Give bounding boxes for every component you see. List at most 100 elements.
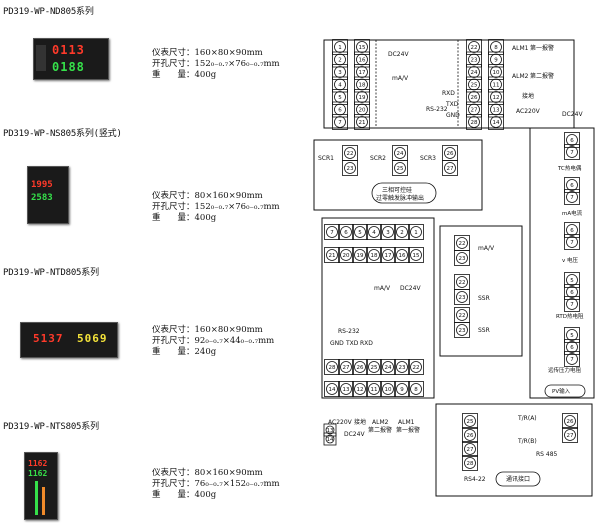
terminal-number: 5	[570, 333, 574, 339]
terminal-number: 26	[357, 365, 364, 371]
terminal-number: 25	[397, 166, 404, 172]
terminal-circle	[396, 226, 408, 238]
terminal-frame	[466, 76, 482, 93]
terminal-frame	[466, 114, 482, 130]
terminal-number: 18	[371, 253, 378, 259]
terminal-frame	[332, 64, 348, 80]
terminal-frame	[332, 114, 348, 130]
terminal-circle	[334, 53, 346, 66]
terminal-number: 6	[570, 138, 574, 144]
terminal-number: 22	[459, 280, 466, 286]
terminal-number: 7	[570, 357, 574, 363]
terminal-circle	[326, 249, 338, 261]
terminal-circle	[340, 383, 352, 395]
terminal-number: 26	[467, 433, 474, 439]
terminal-circle	[566, 274, 578, 286]
model-4-pv-display: 1162	[28, 459, 48, 468]
terminal-circle	[394, 162, 406, 174]
model-3-size: 仪表尺寸：160×80×90mm	[152, 325, 263, 335]
model-4-size: 仪表尺寸：80×160×90mm	[152, 468, 263, 478]
terminal-frame	[338, 381, 354, 397]
terminal-circle	[334, 66, 346, 78]
terminal-circle	[490, 41, 502, 53]
terminal-circle	[368, 249, 380, 261]
model-2-sv-display: 2583	[31, 193, 53, 203]
terminal-frame	[564, 234, 580, 250]
terminal-number: 22	[459, 313, 466, 319]
label-ground-vert: 接地	[354, 418, 366, 426]
terminal-frame	[394, 381, 410, 397]
terminal-circle	[464, 415, 476, 427]
terminal-frame	[564, 222, 580, 238]
terminal-number: 9	[400, 387, 404, 393]
terminal-frame	[408, 247, 424, 263]
terminal-circle	[356, 53, 368, 66]
model-3-weight: 重 量：240g	[152, 347, 217, 357]
terminal-circle	[396, 249, 408, 261]
terminal-frame	[462, 441, 478, 457]
label-ac220v-vert: AC220V	[328, 419, 353, 426]
label-txd: TXD	[445, 101, 459, 108]
terminal-frame	[366, 381, 382, 397]
terminal-frame	[394, 224, 410, 240]
terminal-number: 1	[414, 230, 418, 236]
terminal-frame	[338, 247, 354, 263]
model-2-specs: 仪表尺寸：80×160×90mm 开孔尺寸：152₀₋₀.₇×76₀₋₀.₇mm…	[152, 191, 280, 224]
label-gnd-vert: GND	[330, 340, 344, 347]
model-1-cutout: 开孔尺寸：152₀₋₀.₇×76₀₋₀.₇mm	[152, 59, 280, 69]
terminal-frame	[354, 64, 370, 80]
terminal-number: 15	[359, 45, 366, 51]
terminal-circle	[490, 78, 502, 91]
terminal-number: 6	[570, 290, 574, 296]
terminal-frame	[454, 250, 470, 266]
model-1-sv-display: 0188	[52, 60, 85, 74]
terminal-frame	[564, 296, 580, 312]
terminal-frame	[562, 427, 578, 443]
terminal-circle	[340, 361, 352, 373]
terminal-number: 10	[385, 387, 392, 393]
terminal-number: 6	[338, 108, 342, 114]
terminal-circle	[566, 286, 578, 298]
terminal-frame	[564, 144, 580, 160]
label-dc24v-top: DC24V	[388, 51, 409, 58]
label-dc24v-top-right: DC24V	[562, 111, 583, 118]
terminal-circle	[444, 162, 456, 174]
terminal-frame	[564, 284, 580, 300]
terminal-frame	[324, 359, 340, 375]
terminal-number: 28	[471, 120, 478, 126]
terminal-number: 22	[413, 365, 420, 371]
model-4-device-image: 1162 1162	[24, 452, 58, 520]
terminal-frame	[354, 76, 370, 93]
terminal-number: 12	[357, 387, 364, 393]
terminal-number: 2	[400, 230, 404, 236]
terminal-circle	[326, 383, 338, 395]
terminal-circle	[410, 249, 422, 261]
terminal-circle	[468, 116, 480, 128]
terminal-number: 2	[338, 58, 342, 64]
label-rxd: RXD	[442, 90, 455, 97]
terminal-frame	[354, 114, 370, 130]
model-2-size: 仪表尺寸：80×160×90mm	[152, 191, 263, 201]
terminal-circle	[326, 226, 338, 238]
terminal-frame	[338, 224, 354, 240]
terminal-circle	[340, 249, 352, 261]
terminal-frame	[380, 381, 396, 397]
terminal-number: 15	[413, 253, 420, 259]
terminal-number: 7	[330, 230, 334, 236]
terminal-frame	[352, 247, 368, 263]
terminal-number: 7	[570, 240, 574, 246]
model-3-pv-display: 5137	[33, 332, 64, 345]
terminal-number: 26	[471, 95, 478, 101]
terminal-number: 28	[467, 461, 474, 467]
terminal-frame	[394, 359, 410, 375]
model-3-cutout: 开孔尺寸：92₀₋₀.₇×44₀₋₀.₇mm	[152, 336, 275, 346]
terminal-frame	[466, 39, 482, 55]
terminal-circle	[456, 237, 468, 249]
terminal-circle	[344, 162, 356, 174]
terminal-circle	[456, 276, 468, 288]
terminal-number: 26	[567, 419, 574, 425]
terminal-frame	[354, 89, 370, 105]
terminal-circle	[468, 103, 480, 116]
terminal-frame	[564, 351, 580, 367]
